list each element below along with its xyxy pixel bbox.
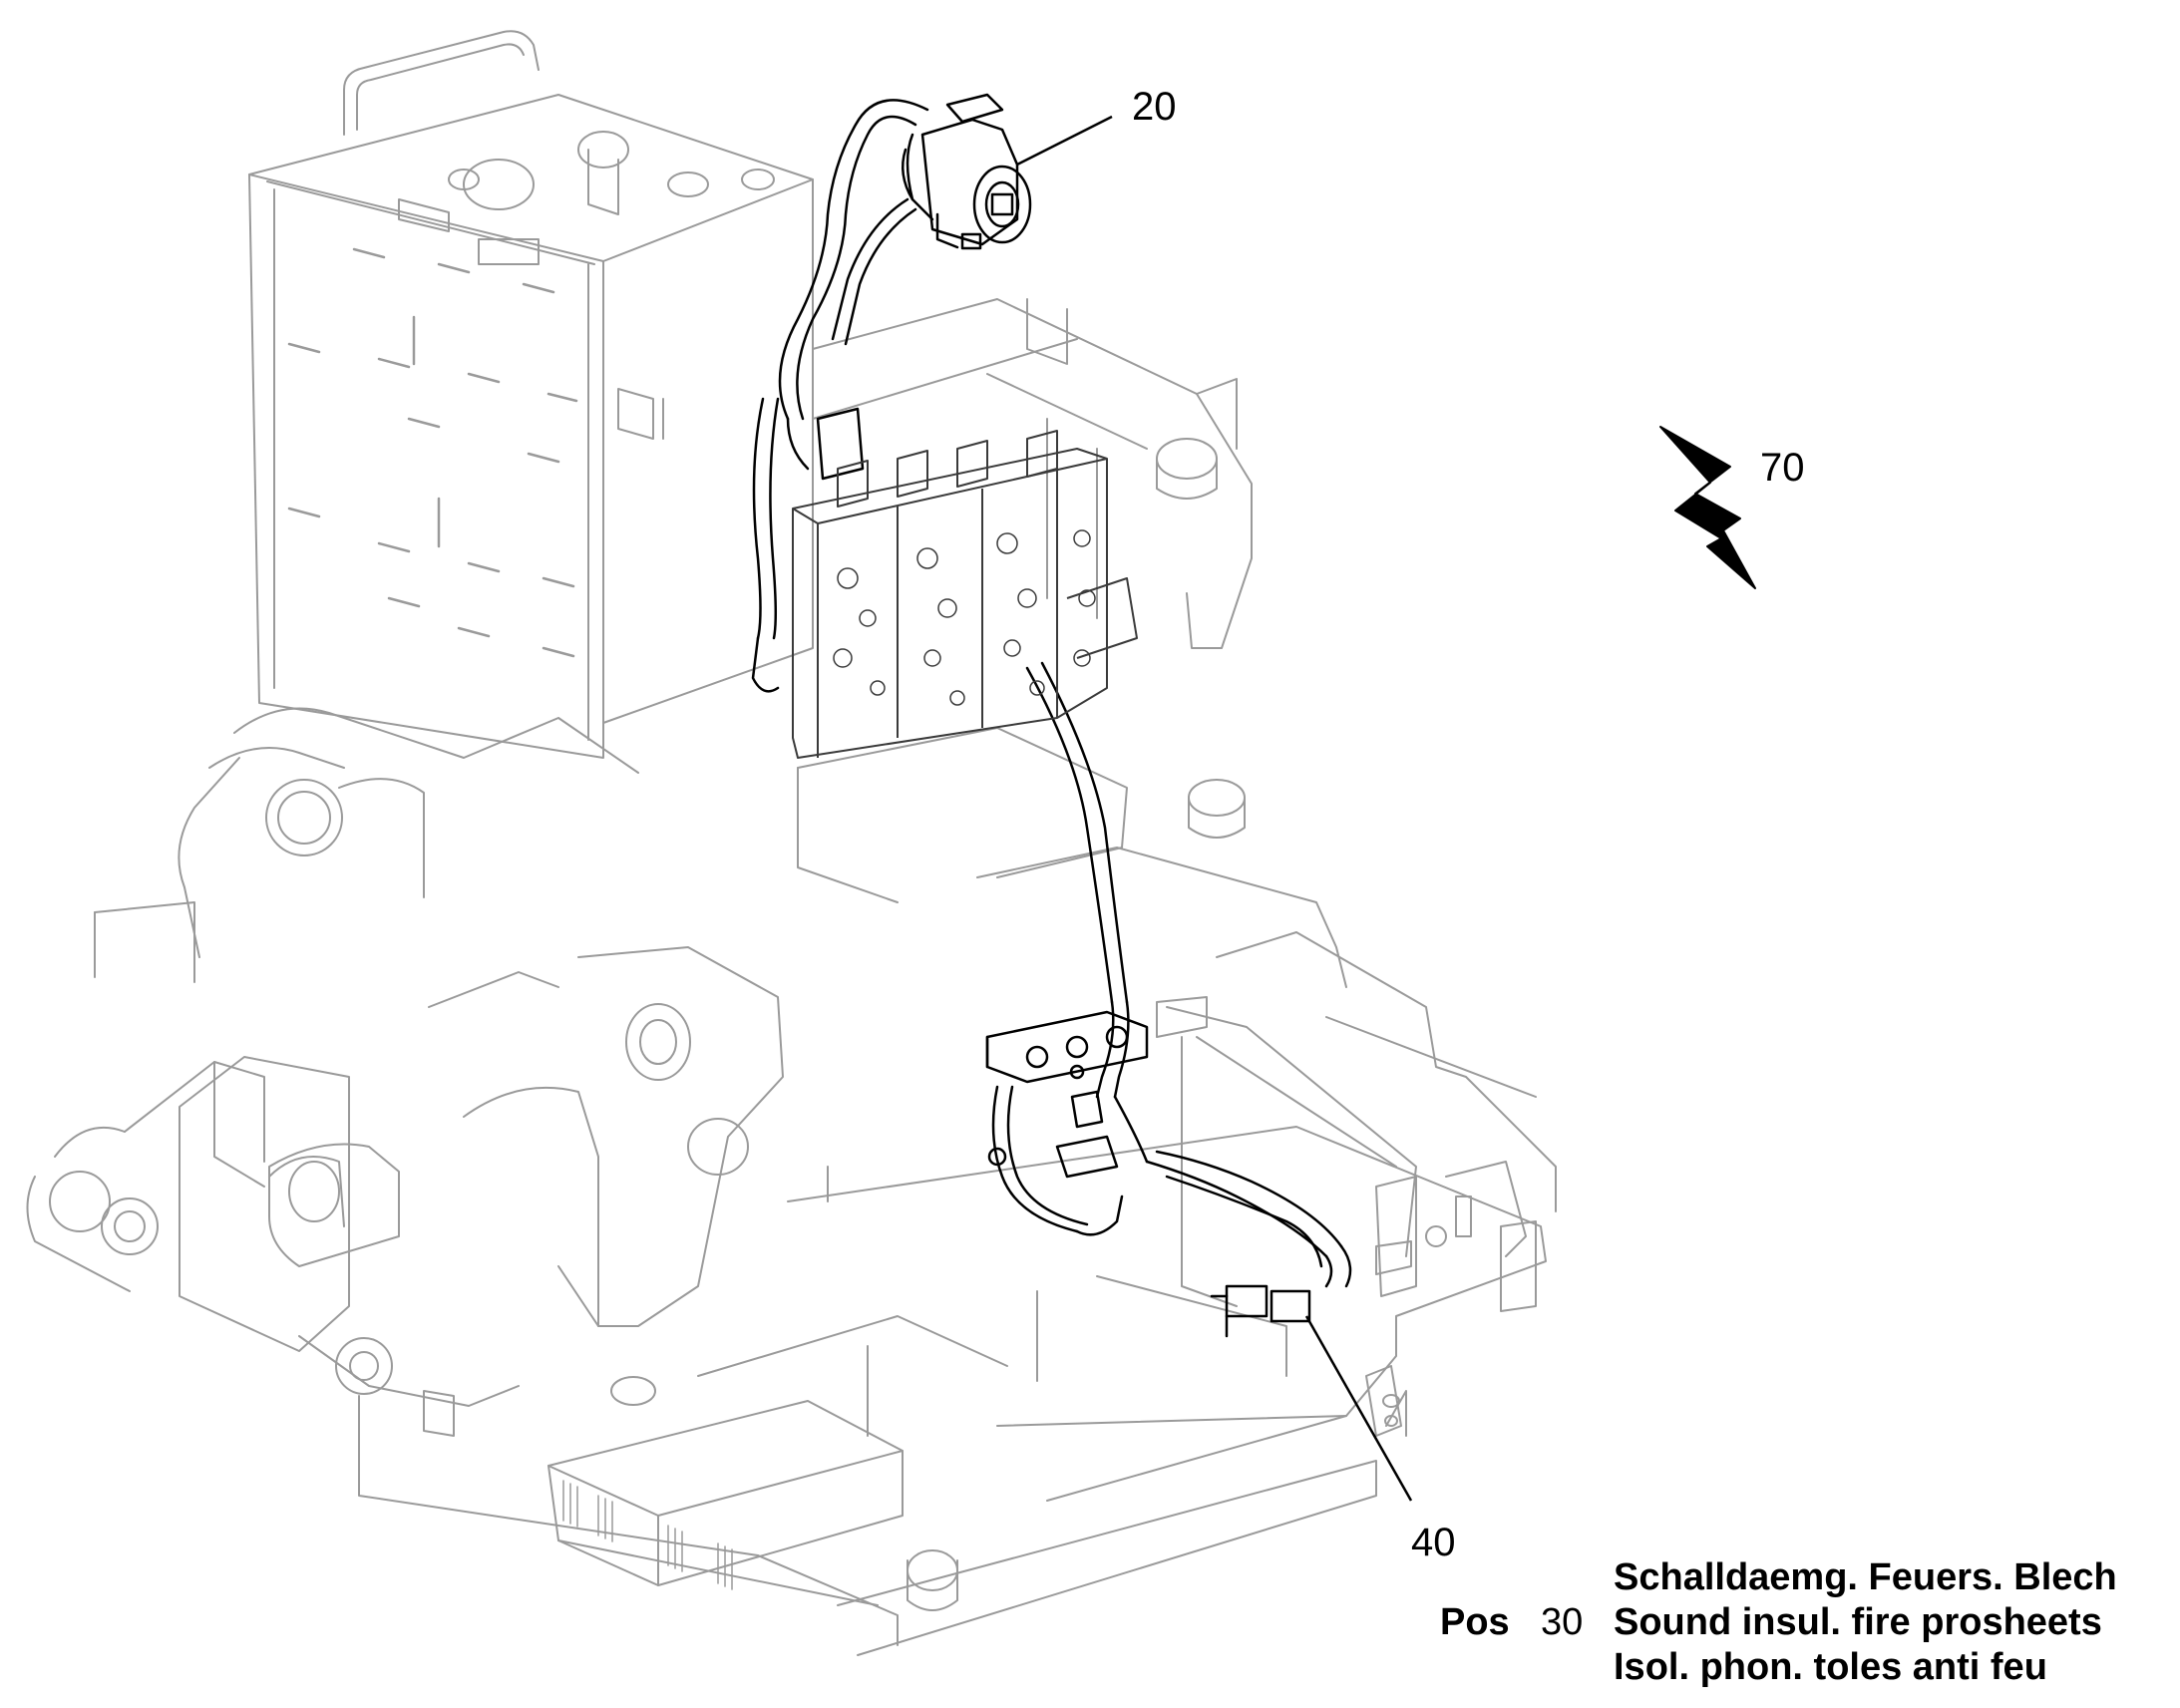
leader-line-40: [1304, 1315, 1413, 1502]
caption-line-en: Sound insul. fire prosheets: [1614, 1601, 2102, 1643]
lightning-symbol: [1659, 426, 1756, 589]
callout-40: 40: [1411, 1521, 1456, 1564]
item-20-motor: [901, 93, 1032, 250]
caption-line-fr: Isol. phon. toles anti feu: [1614, 1646, 2047, 1688]
caption-pos-number: 30: [1541, 1601, 1584, 1643]
chassis-frame: [26, 707, 1557, 1656]
highlighted-components: [751, 93, 1352, 1338]
lightning-bolt-icon: [1659, 426, 1756, 589]
hose-loop-left: [751, 99, 929, 693]
leader-lines: [1016, 115, 1413, 1502]
callout-70: 70: [1760, 446, 1805, 490]
hose-long-center: [1025, 661, 1130, 1099]
upper-frame: [812, 298, 1253, 649]
lower-manifold: [985, 1010, 1352, 1338]
caption-line-de: Schalldaemg. Feuers. Blech: [1614, 1556, 2117, 1598]
leader-line-20: [1016, 115, 1113, 167]
machine-context-drawing: [26, 30, 1557, 1656]
control-valve-block: [792, 430, 1138, 759]
callout-20: 20: [1132, 85, 1177, 129]
caption-pos-label: Pos: [1440, 1601, 1510, 1643]
tank-enclosure: [248, 30, 814, 759]
